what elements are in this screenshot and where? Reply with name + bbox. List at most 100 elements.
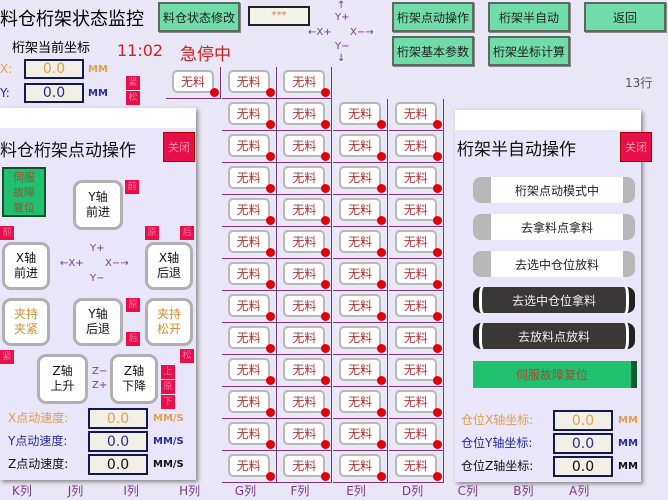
- cell-button[interactable]: 无料: [172, 70, 214, 93]
- value-field[interactable]: 0.0: [553, 410, 613, 431]
- cell-button[interactable]: 无料: [227, 166, 270, 189]
- cell-button[interactable]: 无料: [283, 166, 326, 189]
- storage-cell[interactable]: 无料: [277, 163, 333, 195]
- storage-cell[interactable]: 无料: [277, 323, 333, 355]
- value-field[interactable]: 0.0: [88, 454, 148, 475]
- cell-button[interactable]: 无料: [339, 358, 382, 381]
- cell-button[interactable]: 无料: [339, 390, 382, 413]
- cell-button[interactable]: 无料: [283, 102, 326, 125]
- cell-button[interactable]: 无料: [339, 326, 382, 349]
- cell-button[interactable]: 无料: [339, 294, 382, 317]
- cell-button[interactable]: 无料: [283, 262, 326, 285]
- storage-cell[interactable]: 无料: [221, 419, 277, 451]
- storage-cell[interactable]: 无料: [333, 291, 389, 323]
- coord-calc-button[interactable]: 桁架坐标计算: [488, 36, 570, 66]
- cell-button[interactable]: 无料: [283, 358, 326, 381]
- release-button[interactable]: 夹持松开: [145, 298, 193, 346]
- storage-cell[interactable]: 无料: [277, 227, 333, 259]
- storage-cell[interactable]: 无料: [221, 67, 277, 99]
- value-field[interactable]: 0.0: [553, 456, 613, 477]
- cell-button[interactable]: 无料: [394, 358, 437, 381]
- storage-cell[interactable]: 无料: [333, 195, 389, 227]
- cell-button[interactable]: 无料: [394, 390, 437, 413]
- storage-cell[interactable]: 无料: [277, 67, 333, 99]
- storage-cell[interactable]: 无料: [333, 419, 389, 451]
- storage-cell[interactable]: 无料: [333, 131, 389, 163]
- storage-cell[interactable]: 无料: [221, 131, 277, 163]
- cell-button[interactable]: 无料: [339, 422, 382, 445]
- cell-button[interactable]: 无料: [227, 422, 270, 445]
- storage-cell[interactable]: 无料: [388, 419, 444, 451]
- storage-cell[interactable]: 无料: [388, 227, 444, 259]
- cell-button[interactable]: 无料: [394, 198, 437, 221]
- cell-button[interactable]: 无料: [283, 422, 326, 445]
- value-field[interactable]: 0.0: [88, 431, 148, 452]
- cell-button[interactable]: 无料: [339, 262, 382, 285]
- cell-button[interactable]: 无料: [283, 230, 326, 253]
- storage-cell[interactable]: 无料: [221, 451, 277, 483]
- storage-cell[interactable]: 无料: [221, 99, 277, 131]
- z-up-button[interactable]: Z轴上升: [37, 354, 88, 404]
- jog-operation-button[interactable]: 桁架点动操作: [392, 2, 474, 32]
- storage-cell[interactable]: 无料: [277, 259, 333, 291]
- storage-cell[interactable]: 无料: [333, 99, 389, 131]
- storage-cell[interactable]: 无料: [388, 355, 444, 387]
- semi-auto-button[interactable]: 桁架半自动: [488, 2, 570, 32]
- value-field[interactable]: 0.0: [553, 433, 613, 454]
- cell-button[interactable]: 无料: [394, 134, 437, 157]
- cell-button[interactable]: 无料: [227, 262, 270, 285]
- storage-cell[interactable]: 无料: [221, 163, 277, 195]
- cell-button[interactable]: 无料: [227, 230, 270, 253]
- go-place-point-button[interactable]: 去放料点放料: [473, 323, 635, 349]
- value-field[interactable]: 0.0: [88, 408, 148, 429]
- cell-button[interactable]: 无料: [283, 134, 326, 157]
- storage-cell[interactable]: 无料: [333, 163, 389, 195]
- cell-button[interactable]: 无料: [394, 422, 437, 445]
- cell-button[interactable]: 无料: [394, 294, 437, 317]
- storage-cell[interactable]: 无料: [333, 227, 389, 259]
- x-back-button[interactable]: X轴后退: [145, 242, 193, 290]
- cell-button[interactable]: 无料: [283, 326, 326, 349]
- storage-cell[interactable]: 无料: [333, 323, 389, 355]
- storage-cell[interactable]: 无料: [277, 131, 333, 163]
- storage-cell[interactable]: 无料: [277, 99, 333, 131]
- storage-cell[interactable]: 无料: [333, 387, 389, 419]
- cell-button[interactable]: 无料: [283, 390, 326, 413]
- cell-button[interactable]: 无料: [394, 166, 437, 189]
- cell-button[interactable]: 无料: [227, 326, 270, 349]
- cell-button[interactable]: 无料: [227, 294, 270, 317]
- storage-cell[interactable]: 无料: [166, 67, 221, 99]
- storage-cell[interactable]: 无料: [388, 323, 444, 355]
- storage-cell[interactable]: 无料: [277, 291, 333, 323]
- cell-button[interactable]: 无料: [227, 454, 270, 477]
- cell-button[interactable]: 无料: [283, 198, 326, 221]
- cell-button[interactable]: 无料: [394, 326, 437, 349]
- servo-reset-button[interactable]: 伺服故障复位: [473, 361, 637, 388]
- y-forward-button[interactable]: Y轴前进: [73, 180, 123, 230]
- storage-cell[interactable]: 无料: [388, 163, 444, 195]
- storage-cell[interactable]: 无料: [221, 195, 277, 227]
- clamp-button[interactable]: 夹持夹紧: [2, 298, 50, 346]
- cell-button[interactable]: 无料: [283, 454, 326, 477]
- cell-button[interactable]: 无料: [227, 70, 270, 93]
- storage-cell[interactable]: 无料: [388, 387, 444, 419]
- storage-cell[interactable]: 无料: [388, 259, 444, 291]
- cell-button[interactable]: 无料: [339, 166, 382, 189]
- go-place-selected-button[interactable]: 去选中仓位放料: [473, 251, 635, 277]
- jog-mode-button[interactable]: 桁架点动模式中: [473, 177, 635, 203]
- storage-cell[interactable]: 无料: [221, 259, 277, 291]
- go-pick-point-button[interactable]: 去拿料点拿料: [473, 214, 635, 240]
- storage-cell[interactable]: 无料: [388, 291, 444, 323]
- cell-button[interactable]: 无料: [283, 70, 326, 93]
- cell-button[interactable]: 无料: [283, 294, 326, 317]
- storage-cell[interactable]: 无料: [333, 259, 389, 291]
- cell-button[interactable]: 无料: [339, 134, 382, 157]
- storage-cell[interactable]: 无料: [277, 355, 333, 387]
- storage-cell[interactable]: 无料: [221, 227, 277, 259]
- storage-cell[interactable]: 无料: [221, 355, 277, 387]
- cell-button[interactable]: 无料: [227, 134, 270, 157]
- cell-button[interactable]: 无料: [394, 230, 437, 253]
- z-down-button[interactable]: Z轴下降: [110, 354, 158, 404]
- cell-button[interactable]: 无料: [339, 454, 382, 477]
- storage-cell[interactable]: 无料: [388, 195, 444, 227]
